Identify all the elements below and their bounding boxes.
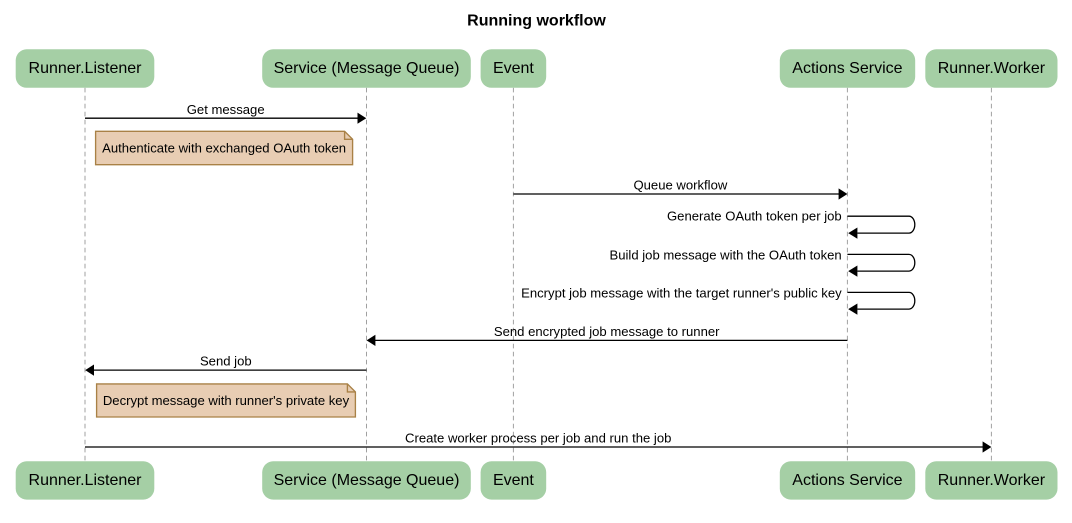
svg-text:Event: Event [493, 472, 534, 489]
svg-text:Encrypt job message with the t: Encrypt job message with the target runn… [521, 286, 842, 301]
svg-text:Get message: Get message [187, 102, 265, 117]
svg-text:Runner.Listener: Runner.Listener [29, 472, 143, 489]
svg-text:Decrypt message with runner's: Decrypt message with runner's private ke… [103, 393, 350, 408]
svg-text:Authenticate with exchanged OA: Authenticate with exchanged OAuth token [102, 141, 346, 156]
svg-text:Runner.Worker: Runner.Worker [938, 472, 1046, 489]
svg-text:Service (Message Queue): Service (Message Queue) [274, 472, 460, 489]
svg-text:Queue workflow: Queue workflow [633, 178, 727, 193]
svg-text:Runner.Listener: Runner.Listener [29, 60, 143, 77]
svg-text:Generate OAuth token per job: Generate OAuth token per job [667, 209, 842, 224]
svg-text:Event: Event [493, 60, 534, 77]
svg-text:Runner.Worker: Runner.Worker [938, 60, 1046, 77]
svg-text:Actions Service: Actions Service [792, 472, 902, 489]
svg-text:Create worker process per job: Create worker process per job and run th… [405, 431, 671, 446]
svg-text:Actions Service: Actions Service [792, 60, 902, 77]
svg-text:Build job message with the OAu: Build job message with the OAuth token [610, 247, 842, 262]
svg-text:Service (Message Queue): Service (Message Queue) [274, 60, 460, 77]
svg-text:Running workflow: Running workflow [467, 13, 606, 30]
svg-text:Send encrypted job message to: Send encrypted job message to runner [494, 324, 720, 339]
svg-text:Send job: Send job [200, 354, 252, 369]
